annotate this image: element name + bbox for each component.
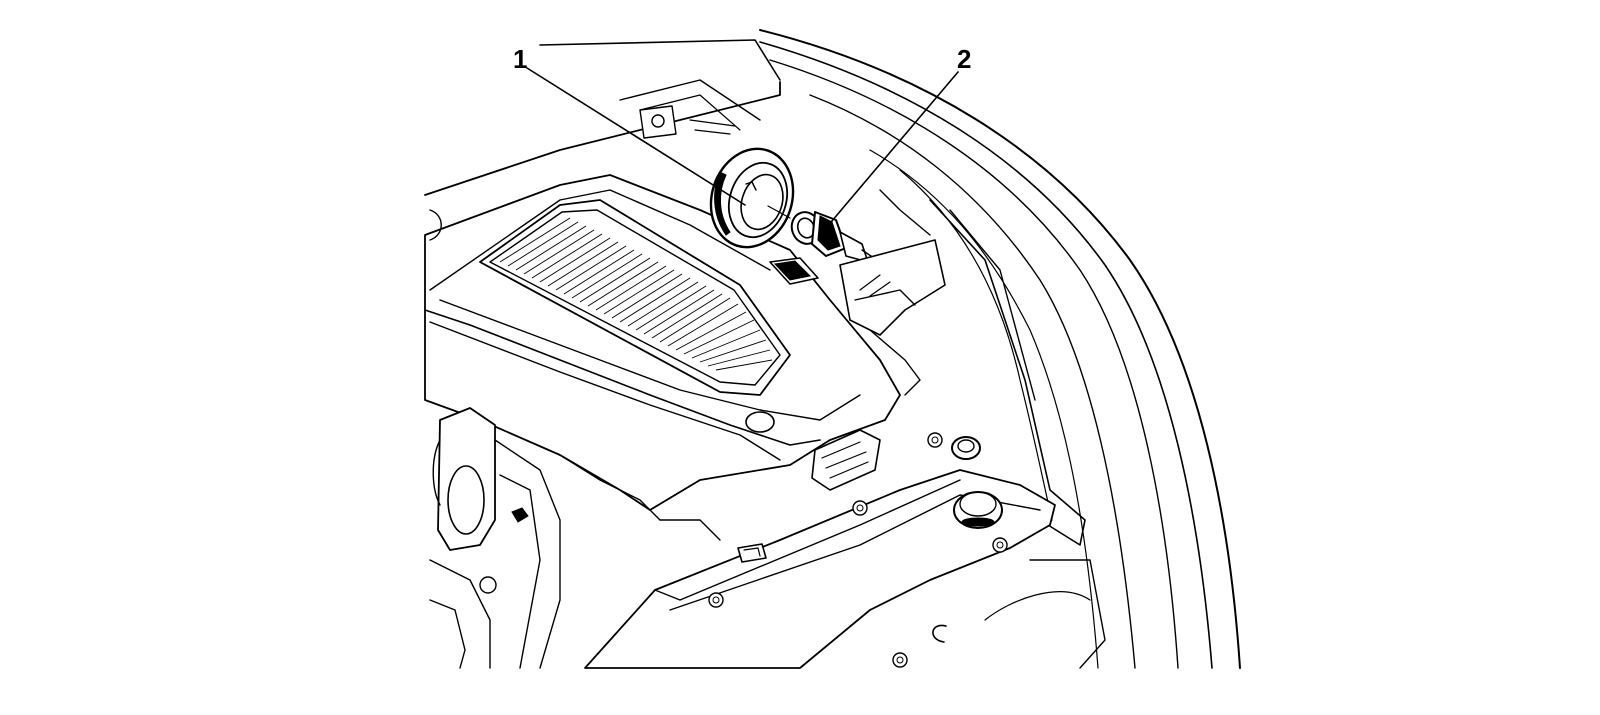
oil-fill-seal (699, 138, 806, 258)
callout-1-leader (527, 68, 745, 205)
cover-emblem (770, 258, 818, 284)
engine-cover (425, 175, 900, 510)
cowl-panel (425, 40, 780, 195)
callout-leaders (527, 68, 958, 228)
lower-engine-bay (430, 408, 720, 668)
radiator-support-cover (585, 433, 1055, 668)
coolant-cap (954, 492, 1002, 528)
fasteners (709, 433, 1007, 667)
cover-bracket (840, 190, 945, 395)
callout-2-label: 2 (957, 44, 972, 74)
washer-cap (952, 437, 980, 459)
hood-and-fender (760, 30, 1240, 668)
air-vent (812, 430, 880, 490)
oil-fill-cap (768, 206, 880, 262)
callout-1-label: 1 (513, 44, 528, 74)
callout-2-leader (826, 72, 958, 228)
